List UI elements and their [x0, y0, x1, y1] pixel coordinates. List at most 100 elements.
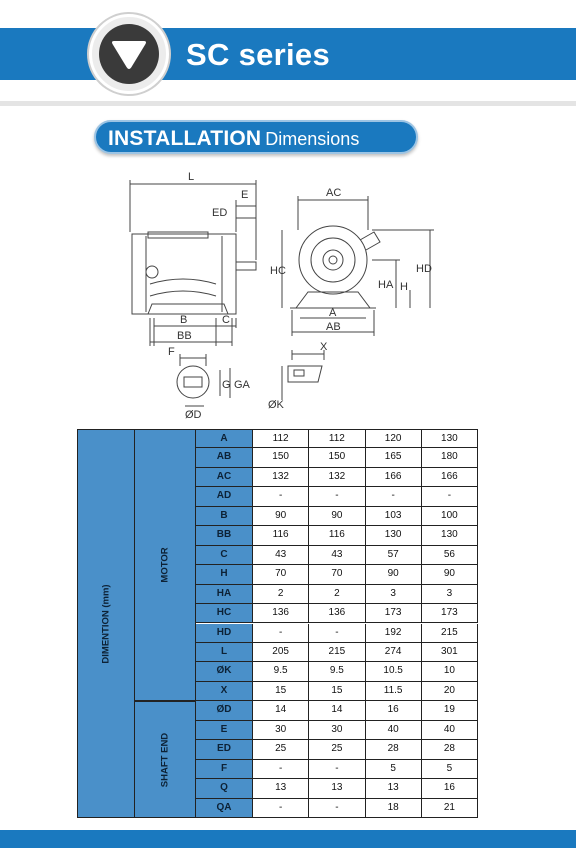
value-cell: 14	[253, 701, 310, 721]
group-label: MOTOR	[159, 547, 171, 583]
value-cell: 130	[365, 526, 422, 546]
value-cell: 120	[365, 429, 422, 449]
param-cell: HA	[196, 584, 253, 605]
group-label: SHAFT END	[159, 732, 171, 787]
value-cell: 132	[253, 467, 310, 488]
label-HD: HD	[416, 263, 432, 275]
value-cell: -	[253, 798, 310, 818]
param-cell: AC	[196, 467, 253, 488]
down-triangle-icon	[112, 41, 146, 69]
value-cell: 180	[421, 448, 478, 468]
param-cell: HC	[196, 604, 253, 624]
value-cell: 25	[309, 740, 366, 760]
label-G: G	[222, 379, 231, 391]
value-cell: 13	[365, 779, 422, 799]
param-cell: QA	[196, 798, 253, 818]
value-cell: 5	[421, 759, 478, 780]
terminal-box	[145, 265, 159, 279]
header-divider	[0, 101, 576, 106]
value-cell: 30	[309, 720, 366, 741]
value-cell: 2	[253, 584, 310, 605]
param-cell: F	[196, 759, 253, 780]
value-cell: 20	[421, 681, 478, 702]
motor-side-top	[147, 231, 209, 239]
param-cell: E	[196, 720, 253, 741]
value-cell: 16	[421, 779, 478, 799]
param-cell: BB	[196, 526, 253, 546]
foot-hole-detail	[287, 365, 323, 383]
param-cell: L	[196, 642, 253, 663]
param-cell: ØD	[196, 701, 253, 721]
label-HA: HA	[378, 279, 394, 291]
value-cell: 165	[365, 448, 422, 468]
value-cell: 90	[421, 565, 478, 585]
value-cell: 14	[309, 701, 366, 721]
param-cell: AD	[196, 487, 253, 507]
section-title-light: Dimensions	[265, 129, 360, 149]
label-GA: GA	[234, 379, 251, 391]
motor-side-body	[131, 233, 237, 315]
value-cell: -	[253, 487, 310, 507]
value-cell: 57	[365, 545, 422, 566]
motor-front-body	[298, 225, 368, 295]
shaft-detail	[176, 365, 210, 399]
value-cell: 112	[253, 429, 310, 449]
value-cell: 43	[309, 545, 366, 566]
dimention-label: DIMENTION (mm)	[100, 583, 112, 664]
value-cell: 16	[365, 701, 422, 721]
label-B: B	[180, 314, 187, 326]
value-cell: 3	[365, 584, 422, 605]
value-cell: 205	[253, 642, 310, 663]
value-cell: 173	[365, 604, 422, 624]
value-cell: 150	[253, 448, 310, 468]
value-cell: 274	[365, 642, 422, 663]
label-X: X	[320, 341, 328, 353]
param-cell: X	[196, 681, 253, 702]
series-title: SC series	[186, 37, 331, 72]
param-cell: B	[196, 506, 253, 527]
value-cell: 18	[365, 798, 422, 818]
value-cell: 13	[253, 779, 310, 799]
label-L: L	[188, 171, 194, 183]
value-cell: -	[309, 798, 366, 818]
param-cell: AB	[196, 448, 253, 468]
value-cell: 116	[309, 526, 366, 546]
value-cell: 30	[253, 720, 310, 741]
value-cell: 116	[253, 526, 310, 546]
value-cell: -	[309, 623, 366, 643]
value-cell: 10	[421, 662, 478, 682]
value-cell: 15	[309, 681, 366, 702]
dimension-drawing: L E ED B C BB F G GA ØD AC HC HA H HD A …	[129, 171, 434, 421]
value-cell: 90	[309, 506, 366, 527]
label-HC: HC	[270, 265, 286, 277]
value-cell: 90	[253, 506, 310, 527]
series-badge	[89, 14, 169, 94]
label-AC: AC	[326, 187, 341, 199]
value-cell: 130	[421, 429, 478, 449]
param-cell: C	[196, 545, 253, 566]
value-cell: 166	[365, 467, 422, 488]
value-cell: -	[253, 759, 310, 780]
motor-side-foot	[147, 303, 229, 315]
value-cell: 130	[421, 526, 478, 546]
group-cell-0: MOTOR	[135, 429, 196, 702]
value-cell: 112	[309, 429, 366, 449]
value-cell: 19	[421, 701, 478, 721]
value-cell: 28	[365, 740, 422, 760]
value-cell: 192	[365, 623, 422, 643]
value-cell: 15	[253, 681, 310, 702]
value-cell: -	[365, 487, 422, 507]
value-cell: 40	[421, 720, 478, 741]
label-AB: AB	[326, 321, 341, 333]
value-cell: -	[309, 759, 366, 780]
value-cell: 90	[365, 565, 422, 585]
value-cell: -	[309, 487, 366, 507]
value-cell: 103	[365, 506, 422, 527]
dimention-column: DIMENTION (mm)	[77, 429, 135, 818]
value-cell: 100	[421, 506, 478, 527]
value-cell: 10.5	[365, 662, 422, 682]
footer-band	[0, 830, 576, 848]
label-A: A	[329, 307, 337, 319]
